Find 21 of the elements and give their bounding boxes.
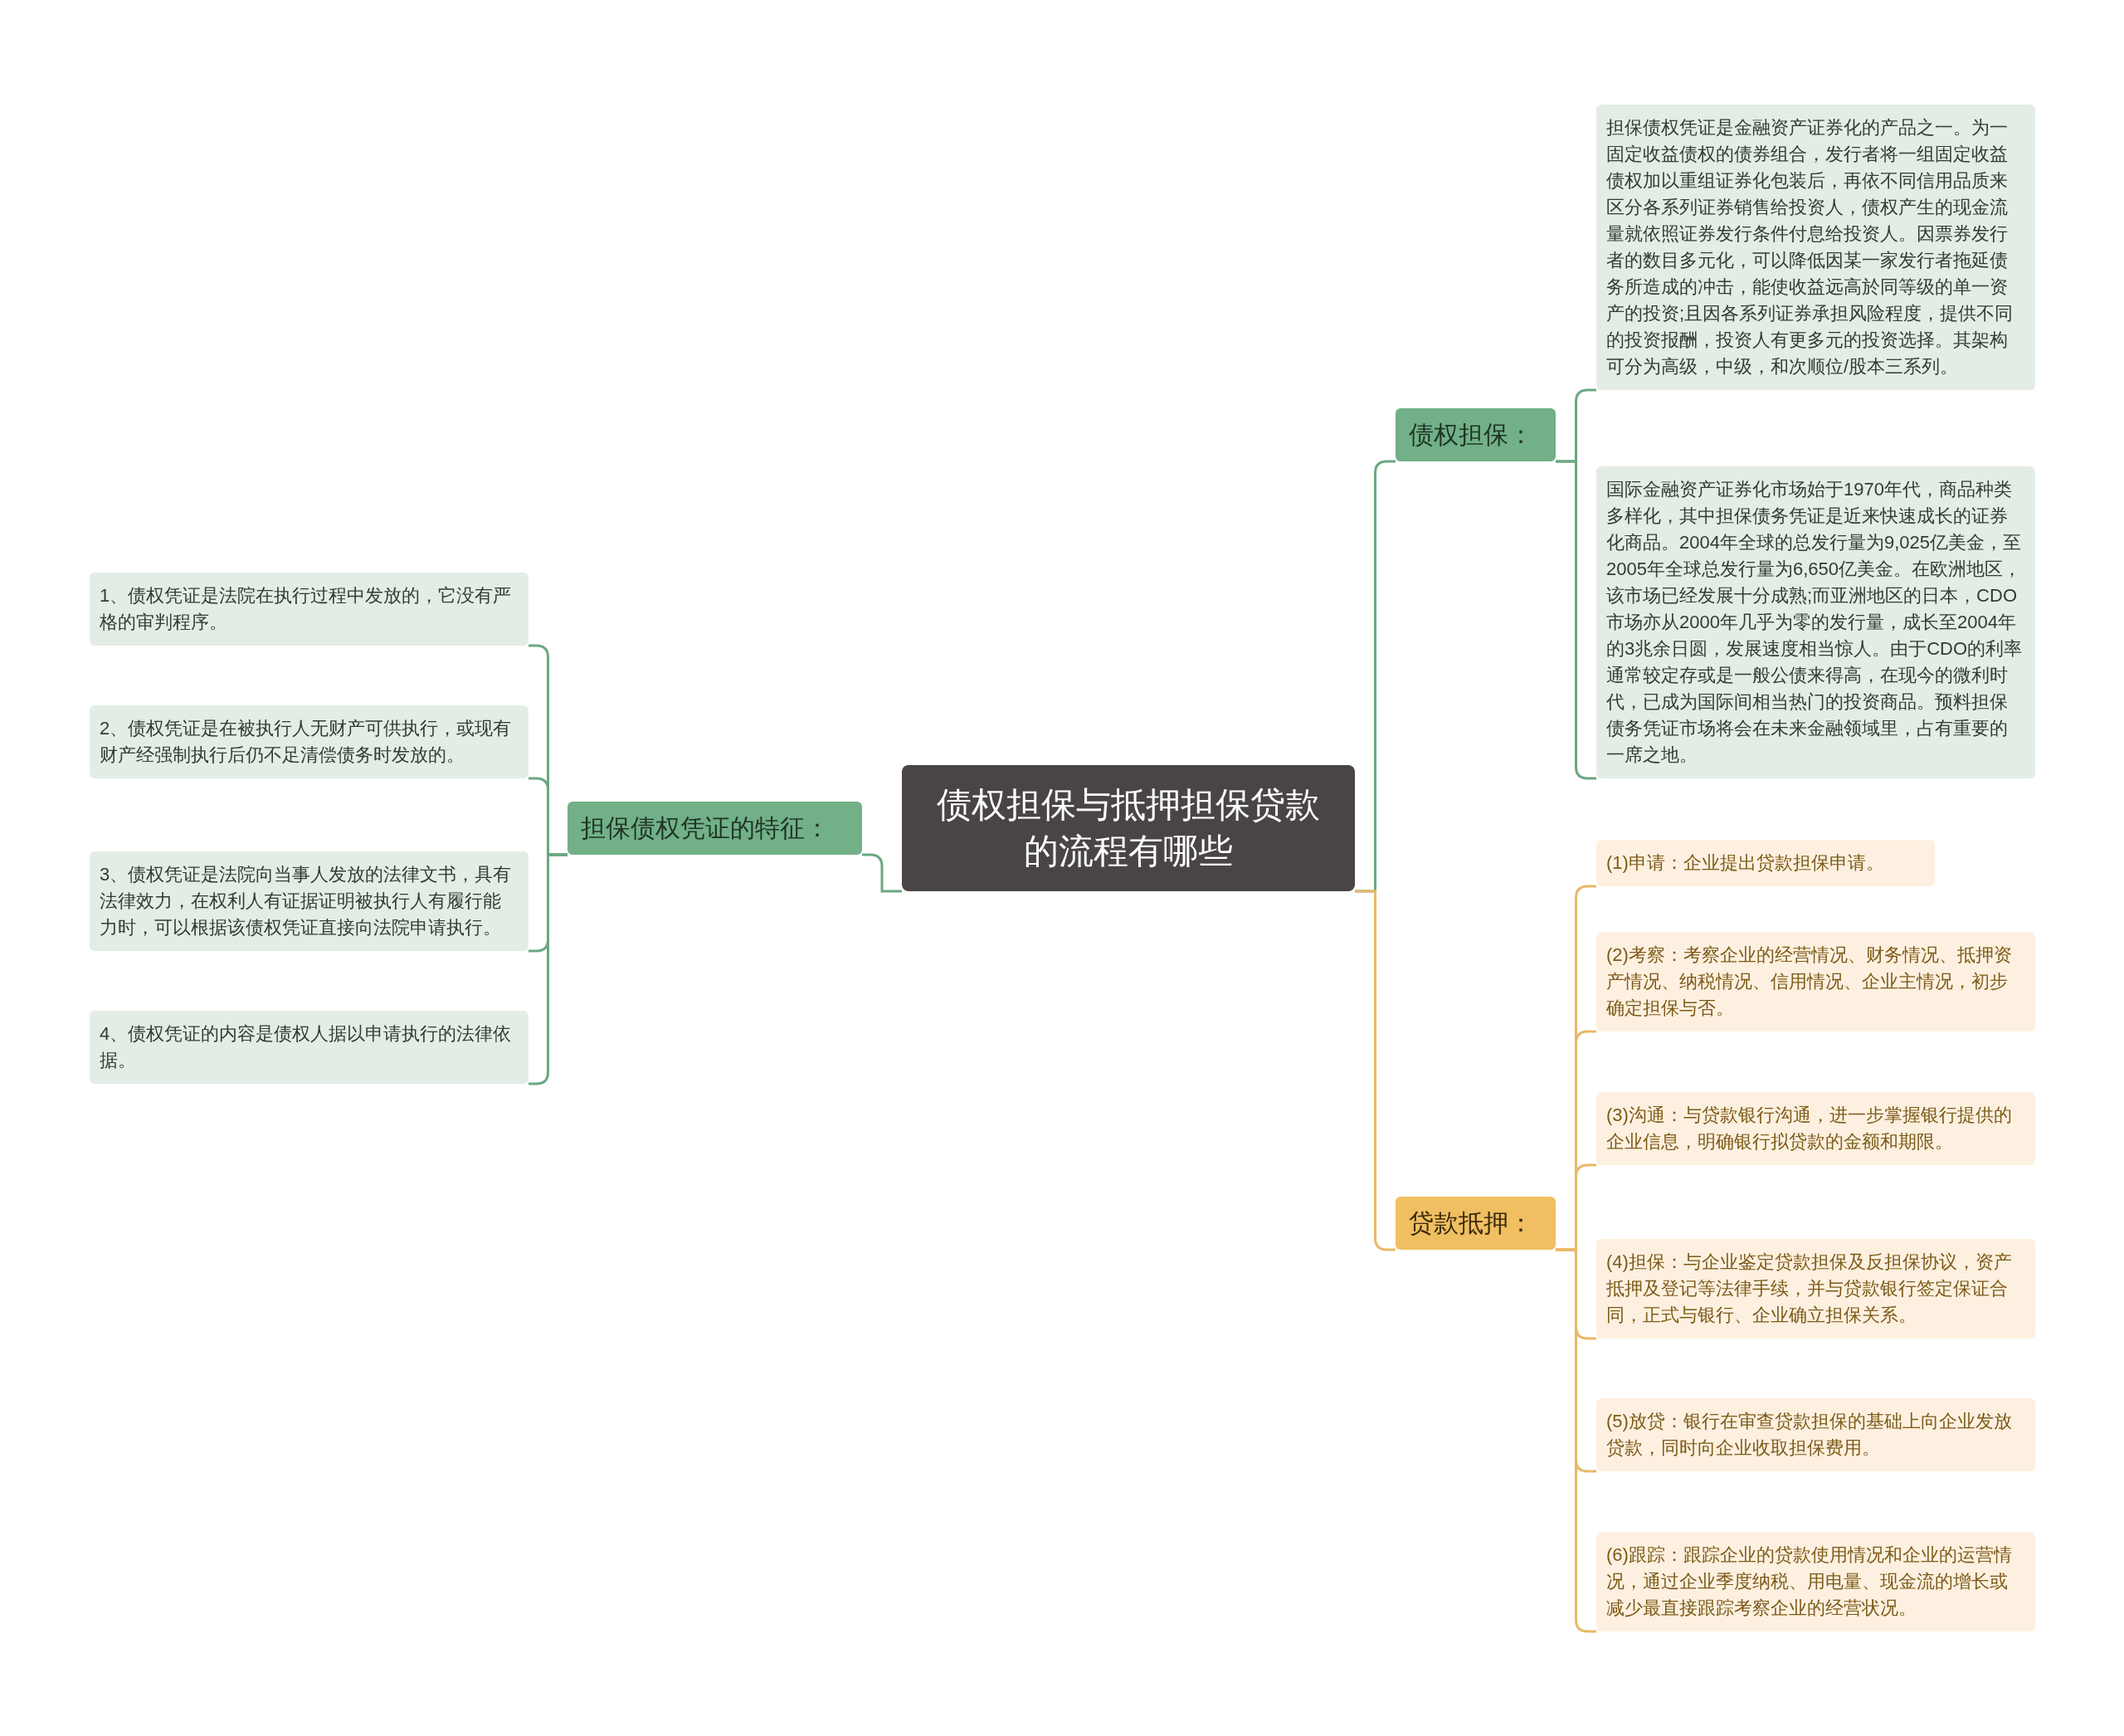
- leaf-topic-box: 4、债权凭证的内容是债权人据以申请执行的法律依据。: [90, 1011, 529, 1084]
- root-topic-box: 债权担保与抵押担保贷款的流程有哪些: [902, 765, 1355, 891]
- leaf-topic-box: (5)放贷：银行在审查贷款担保的基础上向企业发放贷款，同时向企业收取担保费用。: [1596, 1398, 2035, 1471]
- leaf-topic-box: (2)考察：考察企业的经营情况、财务情况、抵押资产情况、纳税情况、信用情况、企业主情况，初步确定担保与否。: [1596, 932, 2035, 1031]
- leaf-topic-box: 2、债权凭证是在被执行人无财产可供执行，或现有财产经强制执行后仍不足清偿债务时发放的。: [90, 705, 529, 778]
- connector-line: [1556, 460, 1596, 780]
- leaf-topic-box: 担保债权凭证是金融资产证券化的产品之一。为一固定收益债权的债券组合，发行者将一组固定收益债权加以重组证券化包装后，再依不同信用品质来区分各系列证券销售给投资人，债权产生的现金流量就依照证券发行条件付息给投资人。因票券发行者的数目多元化，可以降低因某一家发行者拖延债务所造成的冲击，能使收益远高於同等级的单一资产的投资;且因各系列证券承担风险程度，提供不同的投资报酬，投资人有更多元的投资选择。其架构可分为高级，中级，和次顺位/股本三系列。: [1596, 105, 2035, 390]
- leaf-topic-box: 1、债权凭证是法院在执行过程中发放的，它没有严格的审判程序。: [90, 573, 529, 646]
- leaf-topic-box: (1)申请：企业提出贷款担保申请。: [1596, 840, 1935, 886]
- leaf-topic-box: (4)担保：与企业鉴定贷款担保及反担保协议，资产抵押及登记等法律手续，并与贷款银行签定保证合同，正式与银行、企业确立担保关系。: [1596, 1239, 2035, 1339]
- branch-topic-box: 担保债权凭证的特征：: [568, 802, 862, 855]
- branch-topic-box: 债权担保：: [1396, 408, 1556, 461]
- leaf-topic-box: 国际金融资产证券化市场始于1970年代，商品种类多样化，其中担保债务凭证是近来快速成长的证券化商品。2004年全球的总发行量为9,025亿美金，至2005年全球总发行量为6,650亿美金。在欧洲地区，该市场已经发展十分成熟;而亚洲地区的日本，CDO市场亦从2000年几乎为零的发行量，成长至2004年的3兆余日圆，发展速度相当惊人。由于CDO的利率通常较定存或是一般公债来得高，在现今的微利时代，已成为国际间相当热门的投资商品。预料担保债务凭证市场将会在未来金融领域里，占有重要的一席之地。: [1596, 466, 2035, 778]
- leaf-topic-box: 3、债权凭证是法院向当事人发放的法律文书，具有法律效力，在权利人有证据证明被执行人有履行能力时，可以根据该债权凭证直接向法院申请执行。: [90, 851, 529, 951]
- leaf-topic-box: (6)跟踪：跟踪企业的贷款使用情况和企业的运营情况，通过企业季度纳税、用电量、现金流的增长或减少最直接跟踪考察企业的经营状况。: [1596, 1532, 2035, 1631]
- connector-line: [529, 853, 568, 1085]
- connector-line: [862, 853, 902, 893]
- leaf-topic-box: (3)沟通：与贷款银行沟通，进一步掌握银行提供的企业信息，明确银行拟贷款的金额和期限。: [1596, 1092, 2035, 1165]
- connector-line: [1355, 890, 1396, 1251]
- connector-line: [1556, 1248, 1596, 1633]
- branch-topic-box: 贷款抵押：: [1396, 1197, 1556, 1250]
